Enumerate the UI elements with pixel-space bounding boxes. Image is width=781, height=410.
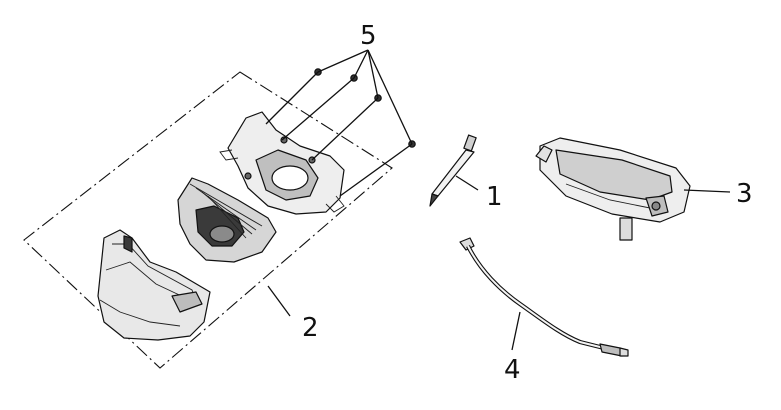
headlight-housing-bracket xyxy=(219,111,345,215)
callout-label-1: 1 xyxy=(486,182,503,212)
pin-part-1 xyxy=(429,134,479,207)
headlight-reflector-unit xyxy=(177,177,277,263)
screw xyxy=(339,140,416,197)
leader-line-2 xyxy=(267,285,291,317)
cable-part-4 xyxy=(459,237,629,357)
meter-part-3 xyxy=(535,137,731,241)
callout-label-4: 4 xyxy=(504,355,521,385)
screw xyxy=(265,68,322,125)
callout-label-2: 2 xyxy=(302,313,319,343)
screw xyxy=(281,74,358,141)
assembly-boundary-2 xyxy=(23,71,393,369)
headlight-front-cover xyxy=(97,229,211,341)
leader-lines-5 xyxy=(317,49,413,145)
callout-label-5: 5 xyxy=(360,21,377,51)
callout-label-3: 3 xyxy=(736,179,753,209)
